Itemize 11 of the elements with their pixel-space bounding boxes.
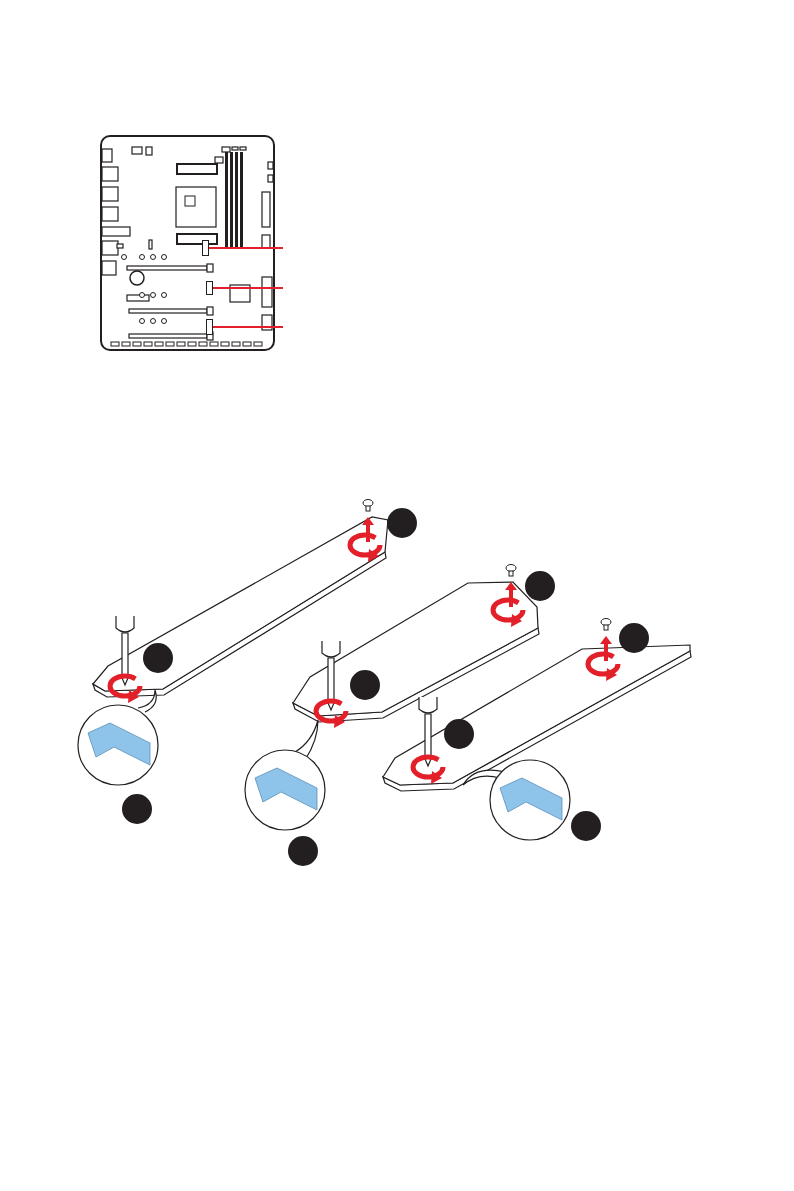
step-marker-circle (387, 508, 417, 538)
step-marker-circle (571, 811, 601, 841)
step-marker-circle (619, 623, 649, 653)
step-marker-circle (288, 836, 318, 866)
leader-line (208, 247, 284, 249)
m2-slot (206, 319, 213, 335)
leader-line (212, 326, 284, 328)
m2-slot (202, 240, 209, 256)
step-marker-circle (525, 571, 555, 601)
step-marker-circle (122, 794, 152, 824)
m2-slot (206, 281, 213, 295)
